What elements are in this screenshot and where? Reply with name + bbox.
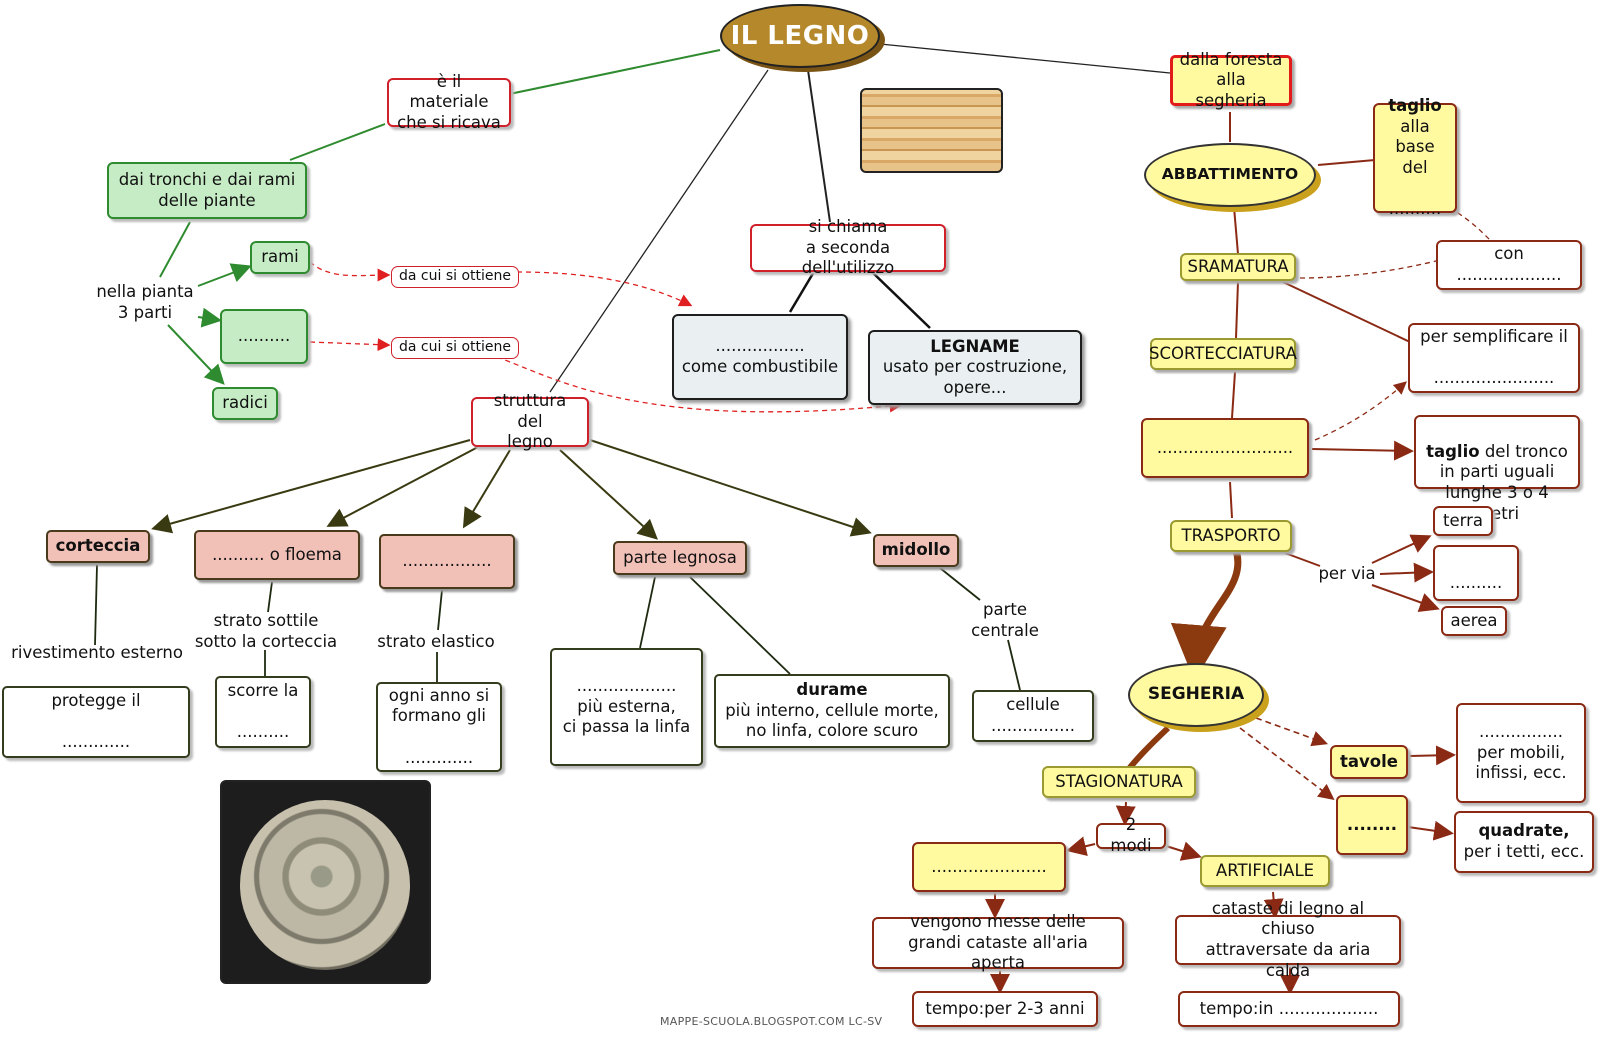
node-abbattimento: ABBATTIMENTO — [1144, 143, 1316, 207]
taglio-tronco-desc: del tronco in parti uguali lunghe 3 o 4 … — [1439, 441, 1568, 523]
node-legname: LEGNAME usato per costruzione, opere... — [868, 330, 1082, 405]
legname-desc: usato per costruzione, opere... — [882, 357, 1068, 397]
node-blank-modo: ...................... — [912, 842, 1066, 892]
durame-title: durame — [796, 680, 868, 700]
node-aerea: aerea — [1441, 606, 1507, 636]
node-combustibile: ................. come combustibile — [672, 314, 848, 400]
node-aria-calda: cataste di legno al chiuso attraversate … — [1175, 899, 1401, 980]
log-cross-section-image — [220, 780, 431, 984]
node-taglio-base: taglio alla base del .......... — [1373, 96, 1457, 218]
node-rami: rami — [250, 241, 310, 274]
node-blank-fase: .......................... — [1141, 418, 1309, 478]
node-blank-via: .......... — [1433, 545, 1519, 601]
node-artificiale: ARTIFICIALE — [1200, 855, 1330, 887]
node-midollo: midollo — [873, 534, 959, 567]
node-struttura: struttura del legno — [471, 391, 589, 451]
node-sramatura: SRAMATURA — [1180, 253, 1296, 281]
node-foresta-segheria: dalla foresta alla segheria — [1170, 50, 1292, 110]
node-cellule: cellule ................ — [972, 690, 1094, 742]
taglio-tronco-title: taglio — [1426, 441, 1480, 461]
label-strato-elastico: strato elastico — [377, 631, 495, 651]
node-stagionatura: STAGIONATURA — [1042, 766, 1196, 798]
node-con: con .................... — [1436, 240, 1582, 290]
quadrate-desc: per i tetti, ecc. — [1463, 842, 1585, 861]
node-materiale: è il materiale che si ricava — [387, 72, 511, 132]
node-tempo-1: tempo:per 2-3 anni — [912, 991, 1098, 1027]
map-title: IL LEGNO — [720, 4, 880, 68]
node-scorre: scorre la .......... — [215, 676, 311, 748]
node-2-modi: 2 modi — [1096, 815, 1166, 855]
taglio-title: taglio — [1388, 96, 1442, 116]
node-tempo-2: tempo:in ................... — [1178, 991, 1400, 1027]
node-corteccia: corteccia — [46, 530, 150, 563]
node-blank-strato: ................. — [379, 534, 515, 589]
node-ogni-anno: ogni anno si formano gli ............. — [376, 682, 502, 772]
label-nella-pianta: nella pianta 3 parti — [96, 282, 194, 322]
node-scortecciatura: SCORTECCIATURA — [1149, 338, 1297, 370]
node-durame: durame più interno, cellule morte, no li… — [714, 674, 950, 748]
node-tavole-desc: ................ per mobili, infissi, ec… — [1456, 703, 1586, 803]
node-segheria: SEGHERIA — [1128, 663, 1264, 727]
node-blank-parte: .......... — [220, 309, 308, 364]
node-aria-aperta: vengono messe delle grandi cataste all'a… — [872, 912, 1124, 972]
node-trasporto: TRASPORTO — [1170, 520, 1292, 552]
node-tavole: tavole — [1330, 745, 1408, 779]
node-semplificare: per semplificare il ....................… — [1408, 323, 1580, 393]
label-strato-sottile: strato sottile sotto la corteccia — [194, 611, 338, 651]
legname-title: LEGNAME — [930, 336, 1020, 356]
node-radici: radici — [212, 387, 278, 420]
label-rivestimento: rivestimento esterno — [11, 642, 183, 662]
node-da-cui-si-ottiene-2: da cui si ottiene — [391, 337, 519, 359]
node-terra: terra — [1433, 506, 1493, 536]
durame-desc: più interno, cellule morte, no linfa, co… — [725, 700, 939, 741]
node-blank-prod: ........ — [1336, 795, 1408, 855]
node-alburno: ................... più esterna, ci pass… — [550, 648, 703, 766]
wood-planks-image — [860, 88, 1003, 173]
node-da-cui-si-ottiene-1: da cui si ottiene — [391, 266, 519, 288]
label-parte-centrale: parte centrale — [971, 600, 1039, 640]
node-parte-legnosa: parte legnosa — [613, 541, 747, 575]
node-protegge: protegge il ............. — [2, 686, 190, 758]
label-per-via: per via — [1318, 563, 1376, 583]
node-si-chiama: si chiama a seconda dell'utilizzo — [750, 217, 946, 277]
taglio-desc: alla base del .......... — [1388, 116, 1442, 219]
node-floema: .......... o floema — [194, 530, 360, 580]
quadrate-title: quadrate, — [1478, 821, 1570, 841]
node-quadrate: quadrate, per i tetti, ecc. — [1454, 811, 1594, 873]
footer-credit: MAPPE-SCUOLA.BLOGSPOT.COM LC-SV — [660, 1015, 883, 1028]
node-tronchi-rami: dai tronchi e dai rami delle piante — [107, 162, 307, 219]
node-taglio-tronco: taglio del tronco in parti uguali lunghe… — [1414, 415, 1580, 523]
